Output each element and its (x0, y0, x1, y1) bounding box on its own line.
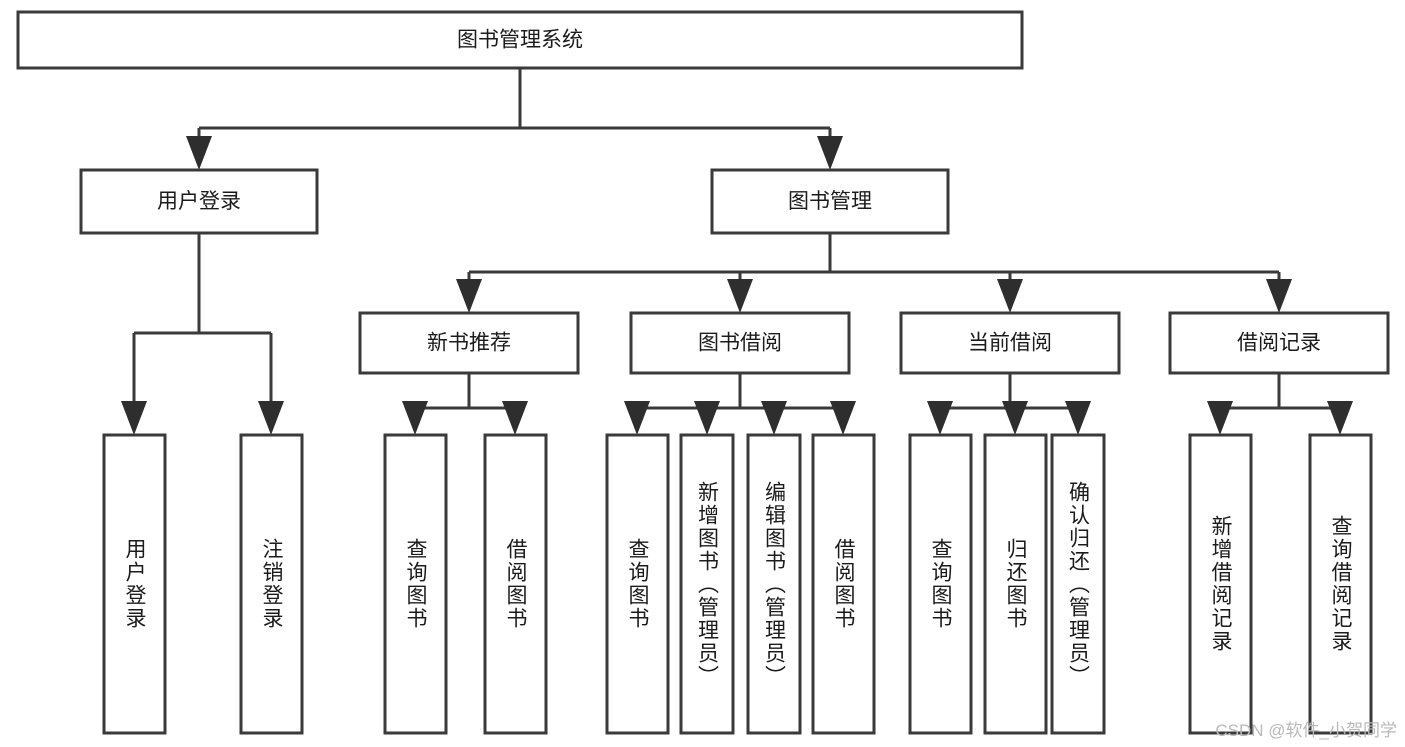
arrow-head-1 (502, 401, 528, 435)
connector-group-2 (456, 233, 1292, 313)
arrow-head-1 (258, 401, 284, 435)
level2-node-box-node-e794a8e688b7e799bbe5bd95[interactable] (79, 168, 319, 235)
connector-group-6 (1207, 373, 1353, 435)
arrow-head-1 (694, 401, 720, 435)
leaf-node-box-10[interactable] (1050, 433, 1106, 735)
level3-node-box-node-e59bbee4b9a6e5809fe99885[interactable] (629, 311, 851, 375)
leaf-node-box-4[interactable] (605, 433, 670, 735)
level3-node-box-node-e5809fe99885e8aeb0e5bd95[interactable] (1168, 311, 1390, 375)
arrow-head-0 (1207, 401, 1233, 435)
leaf-node-box-7[interactable] (811, 433, 876, 735)
arrow-head-1 (817, 136, 843, 170)
arrow-head-2 (997, 279, 1023, 313)
level3-node-label: 新书推荐 (427, 332, 511, 355)
csdn-watermark: CSDN @软件_小贺同学 (1215, 721, 1397, 740)
connector-group-5 (927, 373, 1091, 435)
arrow-head-0 (402, 401, 428, 435)
arrow-head-3 (830, 401, 856, 435)
leaf-node-box-1[interactable] (239, 433, 304, 735)
leaf-node-box-9[interactable] (983, 433, 1048, 735)
leaf-node-box-0[interactable] (102, 433, 167, 735)
connector-group-0 (186, 68, 843, 170)
arrow-head-0 (456, 279, 482, 313)
arrow-head-0 (186, 136, 212, 170)
level2-node-label: 图书管理 (788, 190, 872, 213)
arrow-head-0 (624, 401, 650, 435)
leaf-node-box-11[interactable] (1188, 433, 1253, 735)
leaf-node-box-8[interactable] (908, 433, 973, 735)
connector-layer (121, 68, 1353, 435)
level2-node-box-node-e59bbee4b9a6e7aea1e79086[interactable] (710, 168, 950, 235)
arrow-head-1 (727, 279, 753, 313)
arrow-head-1 (1327, 401, 1353, 435)
level3-node-box-node-e5bd93e5898de5809fe99885[interactable] (899, 311, 1121, 375)
arrow-head-1 (1002, 401, 1028, 435)
arrow-head-0 (927, 401, 953, 435)
arrow-head-3 (1266, 279, 1292, 313)
leaf-node-box-3[interactable] (483, 433, 548, 735)
arrow-head-0 (121, 401, 147, 435)
node-box-layer (16, 10, 1390, 735)
level3-node-label: 借阅记录 (1237, 332, 1321, 355)
level2-node-label: 用户登录 (157, 190, 241, 213)
leaf-node-box-2[interactable] (383, 433, 448, 735)
level3-node-box-node-e696b0e4b9a6e68ea8e88d90[interactable] (358, 311, 580, 375)
root-node-label: 图书管理系统 (457, 29, 583, 52)
connector-group-4 (624, 373, 856, 435)
leaf-node-box-5[interactable] (679, 433, 735, 735)
leaf-node-box-6[interactable] (746, 433, 802, 735)
level3-node-label: 当前借阅 (968, 332, 1052, 355)
arrow-head-2 (1065, 401, 1091, 435)
connector-group-3 (402, 373, 528, 435)
connector-group-1 (121, 233, 284, 435)
level3-node-label: 图书借阅 (698, 332, 782, 355)
root-node-box[interactable] (16, 10, 1024, 70)
arrow-head-2 (761, 401, 787, 435)
leaf-node-box-12[interactable] (1308, 433, 1373, 735)
